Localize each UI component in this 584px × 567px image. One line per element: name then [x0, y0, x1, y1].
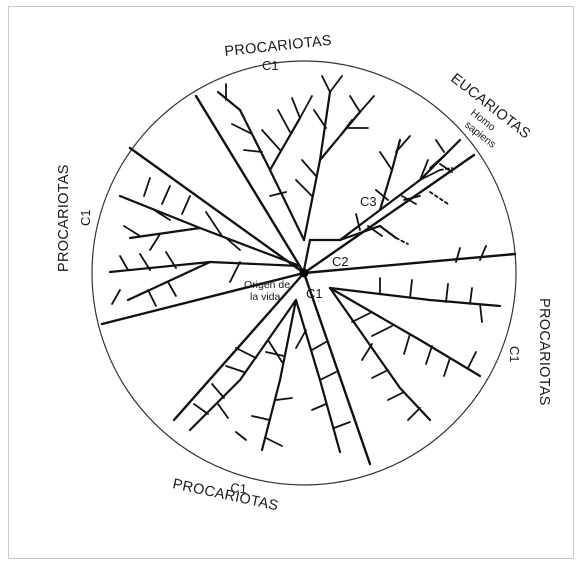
- label-top-group: PROCARIOTAS: [224, 33, 333, 60]
- label-right-group: PROCARIOTAS: [536, 298, 552, 406]
- label-left-c: C1: [78, 209, 93, 226]
- label-left-group: PROCARIOTAS: [56, 164, 72, 272]
- label-center-c1: C1: [306, 286, 323, 301]
- label-bottom-group: PROCARIOTAS: [171, 476, 280, 514]
- top-prokaryote-branches: [218, 76, 374, 240]
- right-prokaryote-branches: [330, 246, 500, 420]
- label-origin-2: la vida: [250, 291, 281, 303]
- label-top-c: C1: [262, 58, 279, 73]
- label-c2: C2: [332, 254, 349, 269]
- label-origin-1: Origen de: [244, 279, 290, 291]
- sector-dividers: [102, 96, 515, 464]
- origin-dot: [300, 269, 309, 278]
- eukaryote-branches: [304, 136, 460, 270]
- label-c3: C3: [360, 194, 377, 209]
- label-right-c: C1: [507, 346, 522, 363]
